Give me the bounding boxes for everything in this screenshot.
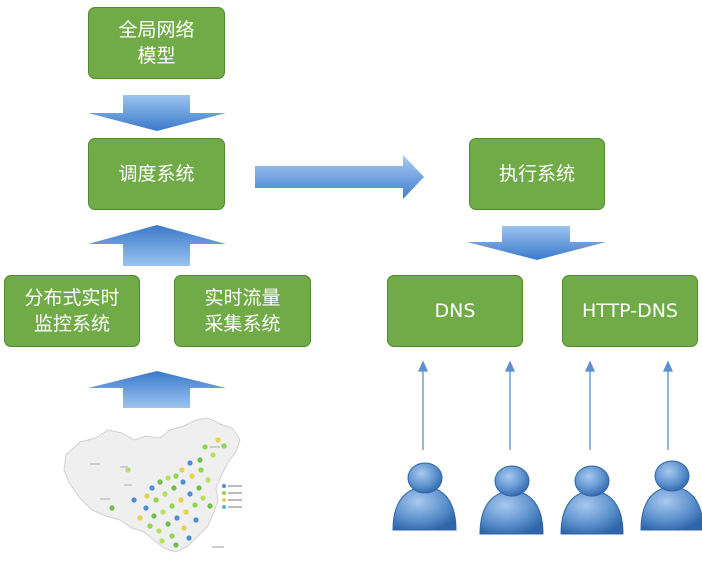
http-dns-box[interactable]: HTTP-DNS (562, 275, 698, 347)
scheduler-label: 调度系统 (118, 163, 195, 185)
dns-box[interactable]: DNS (387, 275, 523, 347)
global-network-model-box[interactable]: 全局网络 模型 (88, 7, 225, 79)
map-marker (147, 523, 153, 529)
map-marker (193, 517, 199, 523)
map-marker (173, 473, 179, 479)
map-marker (200, 495, 206, 501)
map-marker (151, 513, 157, 519)
map-marker (143, 505, 149, 511)
map-marker (178, 497, 184, 503)
scheduler-box[interactable]: 调度系统 (88, 138, 225, 210)
map-marker (181, 525, 187, 531)
http-dns-label: HTTP-DNS (582, 300, 678, 322)
map-marker (186, 535, 192, 541)
arrow-scheduler-to-executor (255, 155, 424, 199)
dns-label: DNS (434, 300, 476, 322)
map-legend (222, 484, 242, 509)
map-marker (205, 477, 211, 483)
map-region-labels (90, 446, 224, 548)
executor-box[interactable]: 执行系统 (469, 138, 605, 210)
map-marker (165, 475, 171, 481)
map-marker (183, 509, 189, 515)
user-icon-1 (392, 462, 457, 531)
user-icon-3 (560, 465, 624, 535)
map-marker (144, 493, 150, 499)
distributed-monitor-box[interactable]: 分布式实时 监控系统 (4, 275, 140, 347)
map-marker (174, 515, 180, 521)
map-marker (198, 467, 204, 473)
map-marker (149, 485, 155, 491)
map-marker (187, 460, 193, 466)
map-marker (109, 505, 115, 511)
map-marker (137, 515, 143, 521)
user-arrow-1-head (417, 360, 429, 372)
user-arrow-3-head (584, 360, 596, 372)
map-marker (196, 485, 202, 491)
map-marker (169, 533, 175, 539)
map-marker (157, 479, 163, 485)
map-marker (202, 444, 208, 450)
user-icon-4 (640, 460, 702, 531)
map-marker (162, 491, 168, 497)
map-marker (131, 497, 137, 503)
distributed-monitor-label: 分布式实时 监控系统 (24, 287, 120, 335)
china-map-outline (63, 417, 241, 553)
map-marker (187, 491, 193, 497)
map-marker (179, 467, 185, 473)
map-marker (207, 503, 213, 509)
global-network-model-label: 全局网络 模型 (118, 19, 195, 67)
map-marker (189, 473, 195, 479)
map-marker (153, 497, 159, 503)
map-marker (159, 538, 165, 544)
map-marker (156, 528, 162, 534)
user-icon-2 (479, 465, 544, 535)
arrow-executor-to-dns (467, 226, 606, 260)
traffic-collect-label: 实时流量 采集系统 (204, 287, 281, 335)
user-arrow-4-head (662, 360, 674, 372)
map-marker (215, 437, 221, 443)
map-marker (197, 457, 203, 463)
map-marker (125, 467, 131, 473)
map-marker (165, 521, 171, 527)
map-marker (221, 443, 227, 449)
traffic-collect-box[interactable]: 实时流量 采集系统 (174, 275, 311, 347)
map-marker (192, 502, 198, 508)
map-marker (180, 479, 186, 485)
map-marker (210, 452, 216, 458)
arrow-map-to-monitors (88, 371, 226, 408)
map-marker (171, 485, 177, 491)
map-marker (160, 509, 166, 515)
arrow-monitors-to-scheduler (88, 225, 226, 266)
china-map-image (63, 417, 242, 553)
map-marker (173, 542, 179, 548)
map-marker (169, 503, 175, 509)
arrow-model-to-scheduler (88, 95, 226, 131)
executor-label: 执行系统 (498, 163, 575, 185)
user-arrow-2-head (504, 360, 516, 372)
